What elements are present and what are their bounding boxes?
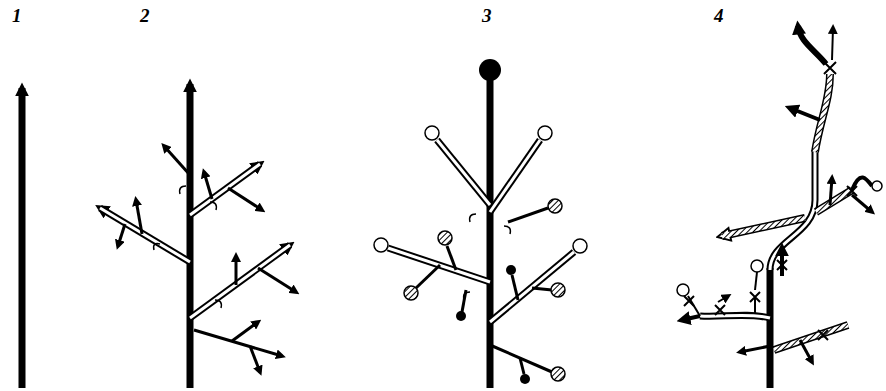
- panel-number: 2: [140, 6, 150, 25]
- panel-2: [100, 84, 296, 388]
- panel-1: [22, 88, 23, 388]
- panel-4: [677, 26, 882, 388]
- panel-number: 1: [12, 6, 22, 25]
- panel-3: [374, 59, 587, 388]
- panel-number: 3: [482, 6, 492, 25]
- panel-number: 4: [714, 6, 724, 25]
